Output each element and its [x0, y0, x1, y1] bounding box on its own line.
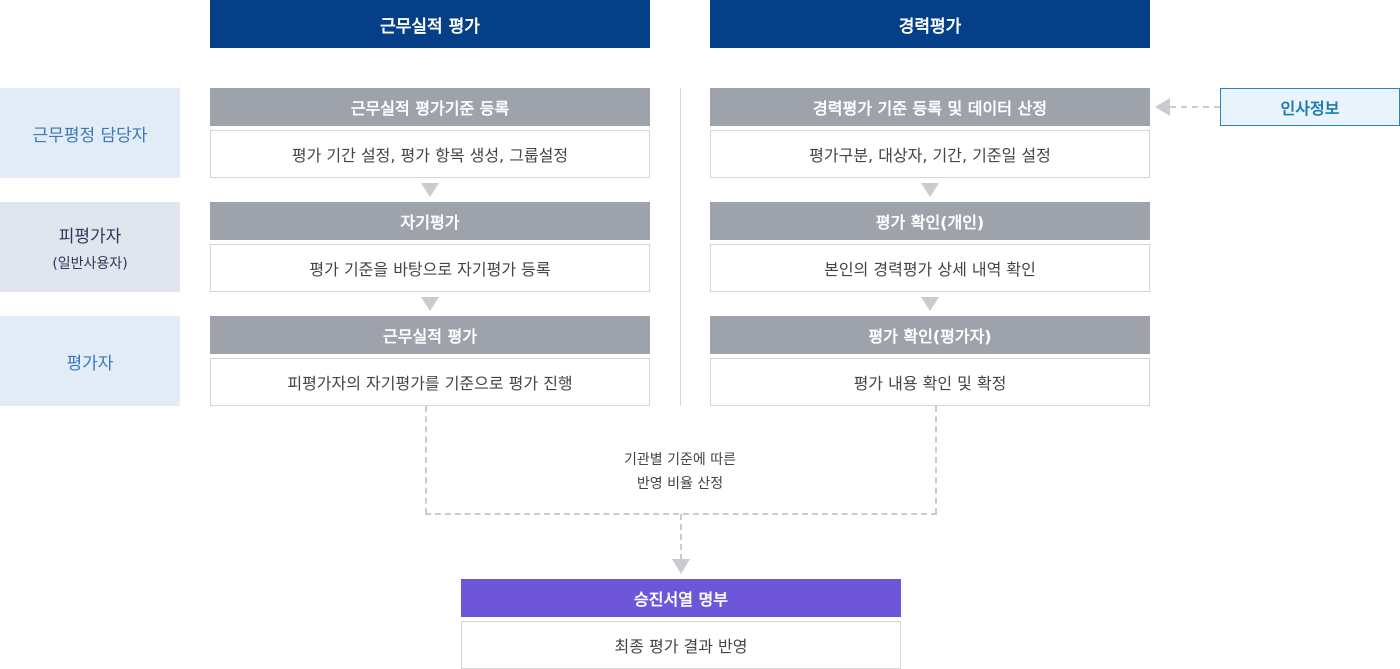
role-evaluator-label: 평가자	[66, 353, 114, 374]
role-evaluatee-label: 피평가자	[58, 226, 122, 247]
left-step-2-desc: 평가 기준을 바탕으로 자기평가 등록	[210, 244, 650, 292]
right-step-3-title: 평가 확인(평가자)	[710, 316, 1150, 354]
center-down-line	[680, 514, 682, 560]
final-arrow-down-icon	[672, 559, 690, 574]
left-merge-line	[425, 406, 427, 514]
role-manager-label: 근무평정 담당자	[32, 125, 148, 146]
right-arrow-down-icon-1	[921, 183, 939, 197]
role-manager: 근무평정 담당자	[0, 88, 180, 178]
left-step-3-desc: 피평가자의 자기평가를 기준으로 평가 진행	[210, 358, 650, 406]
right-step-1-desc: 평가구분, 대상자, 기간, 기준일 설정	[710, 130, 1150, 178]
left-step-2-title: 자기평가	[210, 202, 650, 240]
right-arrow-down-icon-2	[921, 297, 939, 311]
final-title: 승진서열 명부	[461, 579, 901, 617]
role-evaluator: 평가자	[0, 316, 180, 406]
left-step-1-desc: 평가 기간 설정, 평가 항목 생성, 그룹설정	[210, 130, 650, 178]
role-evaluatee-sub: (일반사용자)	[52, 255, 128, 272]
right-step-2-desc: 본인의 경력평가 상세 내역 확인	[710, 244, 1150, 292]
ratio-note-line-1: 기관별 기준에 따른	[624, 452, 736, 468]
ratio-note: 기관별 기준에 따른 반영 비율 산정	[580, 448, 780, 496]
column-header-performance: 근무실적 평가	[210, 0, 650, 48]
hr-dashed-connector	[1170, 106, 1220, 108]
right-step-3-desc: 평가 내용 확인 및 확정	[710, 358, 1150, 406]
final-desc: 최종 평가 결과 반영	[461, 621, 901, 669]
role-evaluatee: 피평가자 (일반사용자)	[0, 202, 180, 292]
left-step-3-title: 근무실적 평가	[210, 316, 650, 354]
right-merge-line	[935, 406, 937, 514]
left-step-1-title: 근무실적 평가기준 등록	[210, 88, 650, 126]
hr-arrow-left-icon	[1155, 98, 1170, 116]
right-step-2-title: 평가 확인(개인)	[710, 202, 1150, 240]
column-divider	[680, 88, 681, 406]
right-step-1-title: 경력평가 기준 등록 및 데이터 산정	[710, 88, 1150, 126]
left-arrow-down-icon-1	[421, 183, 439, 197]
left-arrow-down-icon-2	[421, 297, 439, 311]
hr-info-box: 인사정보	[1220, 88, 1400, 126]
ratio-note-line-2: 반영 비율 산정	[636, 476, 724, 492]
column-header-career: 경력평가	[710, 0, 1150, 48]
